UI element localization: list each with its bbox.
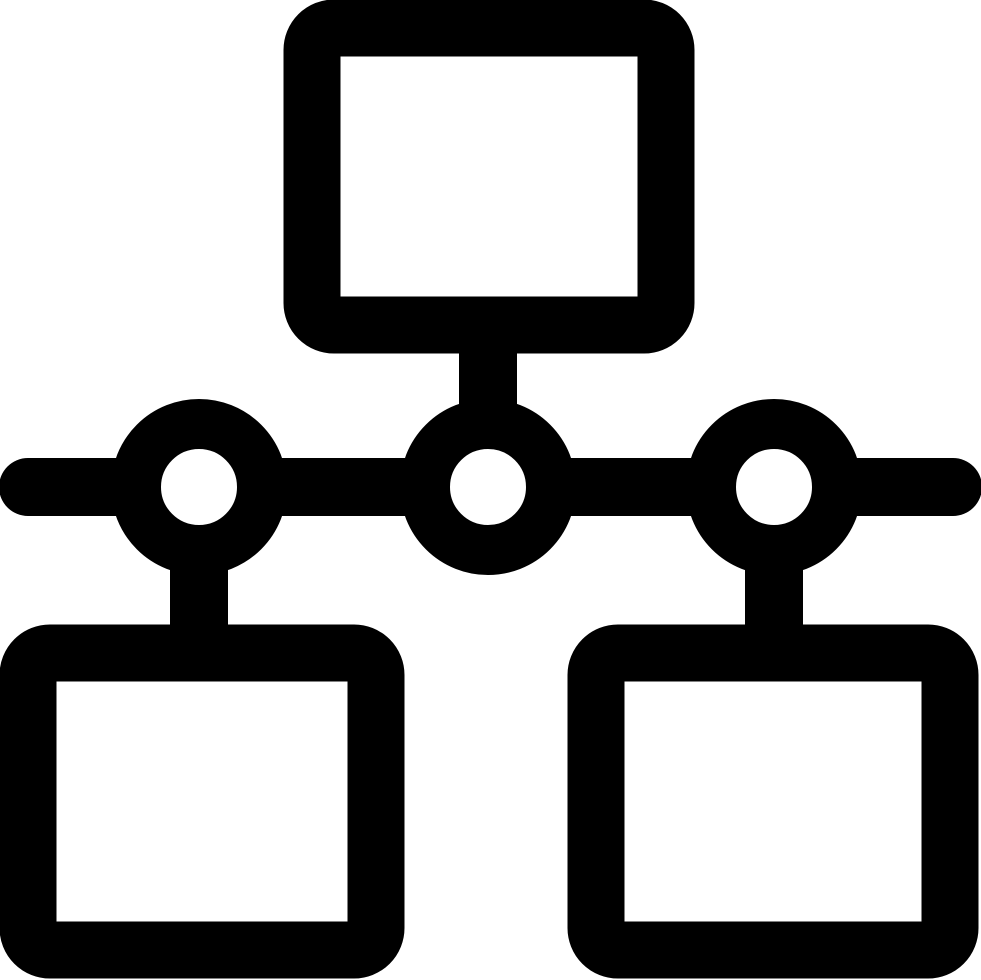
bottom-right-box [567, 624, 979, 979]
center-node [400, 399, 576, 575]
top-box [283, 0, 695, 354]
right-node [686, 399, 862, 575]
bottom-left-box [0, 624, 405, 979]
left-node [111, 399, 287, 575]
nodes [111, 399, 862, 575]
